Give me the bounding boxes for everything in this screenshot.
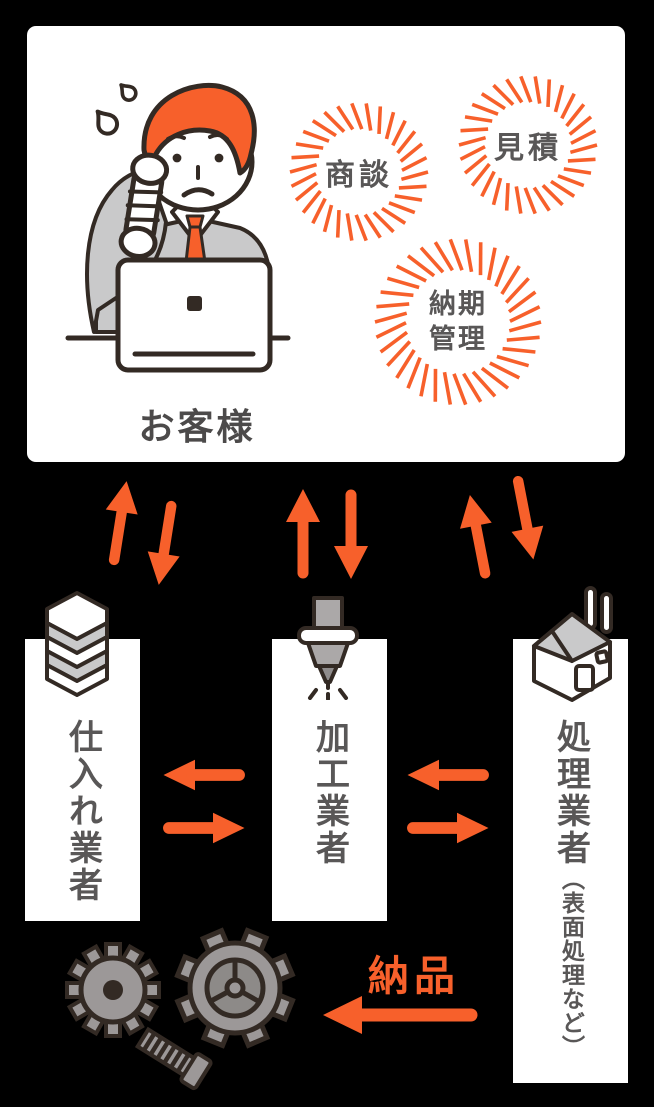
up-arrow-icon xyxy=(286,489,320,579)
column-processor: 加工業者 xyxy=(272,639,387,921)
large-gear-icon xyxy=(174,927,296,1049)
small-gear-icon xyxy=(65,942,161,1038)
sweat-drop-small xyxy=(119,83,138,102)
burst-rays-icon xyxy=(289,102,429,242)
left-eye xyxy=(172,153,182,163)
column-sublabel: （表面処理など） xyxy=(557,867,584,1059)
column-label: 加工業者 xyxy=(309,719,350,867)
phone-handset-icon xyxy=(118,152,170,259)
badge-shodan: 商談 xyxy=(289,102,429,242)
factory-icon xyxy=(532,586,613,702)
right-eyebrow xyxy=(208,132,229,141)
down-arrow-icon xyxy=(334,489,368,579)
right-arrow-icon xyxy=(158,810,250,846)
left-eyebrow xyxy=(166,134,186,141)
customer-card: お客様 商談 見積 納期管理 xyxy=(27,26,625,462)
column-label: 仕入れ業者 xyxy=(62,719,103,904)
frown-mouth xyxy=(181,187,215,198)
sweat-drop-large xyxy=(95,109,120,136)
badge-label: 商談 xyxy=(325,158,393,193)
burst-rays-icon xyxy=(458,75,598,215)
hair xyxy=(141,82,257,176)
milling-tool-icon xyxy=(297,596,359,700)
arrow-pair-processor xyxy=(283,486,373,592)
arrow-pair-treatment xyxy=(449,468,558,589)
badge-label: 見積 xyxy=(494,131,562,166)
tie-knot xyxy=(185,214,205,229)
column-label: 処理業者（表面処理など） xyxy=(550,719,591,1059)
burst-rays-icon xyxy=(374,238,542,406)
gears-icon xyxy=(65,927,296,1091)
left-arrow-icon xyxy=(158,757,250,793)
arrow-pair-supplier xyxy=(90,472,195,591)
laptop xyxy=(115,257,273,373)
up-arrow-icon xyxy=(105,481,138,566)
left-arrow-icon xyxy=(402,757,494,793)
down-arrow-icon xyxy=(511,475,544,560)
badge-mitsumori: 見積 xyxy=(458,75,598,215)
badge-label: 納期管理 xyxy=(429,288,487,355)
right-eye xyxy=(214,153,224,163)
laptop-logo xyxy=(187,296,202,311)
bolt-icon xyxy=(134,1026,213,1091)
up-arrow-icon xyxy=(460,494,492,579)
column-treatment: 処理業者（表面処理など） xyxy=(513,639,628,1083)
customer-illustration xyxy=(65,82,291,373)
material-stack-icon xyxy=(45,591,109,697)
down-arrow-icon xyxy=(147,500,180,585)
delivery-arrow-icon xyxy=(322,995,478,1035)
badge-nouki-kanri: 納期管理 xyxy=(374,238,542,406)
customer-label: お客様 xyxy=(138,407,256,448)
delivery-label: 納品 xyxy=(368,952,460,1000)
right-arrow-icon xyxy=(402,810,494,846)
